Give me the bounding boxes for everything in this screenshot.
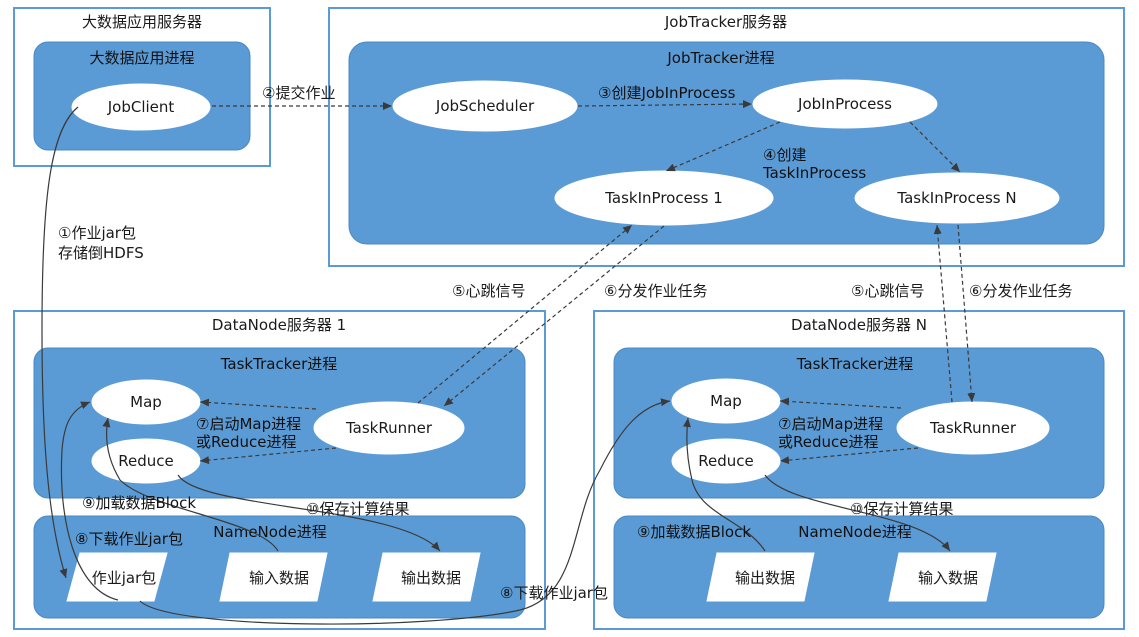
input-block-n-label: 输入数据 <box>918 569 978 587</box>
jobscheduler-label: JobScheduler <box>435 97 535 115</box>
step-9-label-a: ⑨加载数据Block <box>82 494 196 512</box>
input-block-n <box>888 552 997 602</box>
step-9-label-b: ⑨加载数据Block <box>637 523 751 541</box>
input-block-1 <box>219 552 328 602</box>
step-5-label-a: ⑤心跳信号 <box>452 282 525 300</box>
reduce-1-label: Reduce <box>118 452 173 470</box>
step-4-label-a: ④创建 <box>763 146 806 164</box>
step-7-label-1b: 或Reduce进程 <box>196 433 296 451</box>
arrow-download-jar-1 <box>60 401 119 601</box>
arrow-load-block-n <box>682 417 766 552</box>
step-8-label-a: ⑧下载作业jar包 <box>75 530 183 548</box>
map-n-label: Map <box>710 392 742 410</box>
input-block-1-label: 输入数据 <box>249 569 309 587</box>
datanode-n-title: DataNode服务器 N <box>791 316 927 334</box>
arrow-load-block-1 <box>102 417 279 552</box>
jobinprocess-node <box>752 79 938 129</box>
arrow-create-jobinprocess <box>577 100 753 109</box>
jobinprocess-label: JobInProcess <box>797 95 892 113</box>
step-5-label-b: ⑤心跳信号 <box>851 282 924 300</box>
step-10-label-b: ⑩保存计算结果 <box>850 500 953 518</box>
reduce-n-label: Reduce <box>698 452 753 470</box>
step-2-label: ②提交作业 <box>262 84 335 102</box>
jar-block-1 <box>66 552 168 602</box>
arrow-launch-map-1 <box>199 398 317 410</box>
arrow-create-taskinprocess-n <box>909 121 961 173</box>
step-1-label-b: 存储倒HDFS <box>58 244 144 262</box>
taskinprocess-n-label: TaskInProcess N <box>896 189 1016 207</box>
taskinprocess-1-label: TaskInProcess 1 <box>604 189 723 207</box>
output-block-1-label: 输出数据 <box>401 569 461 587</box>
arrow-dispatch-1 <box>443 225 665 407</box>
taskrunner-n-label: TaskRunner <box>929 419 1017 437</box>
map-1-label: Map <box>130 393 162 411</box>
step-1-label-a: ①作业jar包 <box>58 224 136 242</box>
jobtracker-server-title: JobTracker服务器 <box>664 13 787 31</box>
arrow-dispatch-n <box>957 224 976 403</box>
datanode-1-title: DataNode服务器 1 <box>212 316 346 334</box>
arrow-heartbeat-n <box>933 224 953 403</box>
output-block-n <box>706 552 815 602</box>
namenode-1-title: NameNode进程 <box>213 523 326 541</box>
step-7-label-nb: 或Reduce进程 <box>778 433 878 451</box>
taskrunner-1-label: TaskRunner <box>345 419 433 437</box>
arrow-save-result-1 <box>177 474 441 552</box>
step-4-label-b: TaskInProcess <box>762 164 866 182</box>
step-6-label-b: ⑥分发作业任务 <box>969 282 1072 300</box>
taskrunner-1-node <box>313 401 465 455</box>
output-block-1 <box>372 552 481 602</box>
app-server-title: 大数据应用服务器 <box>82 13 202 31</box>
step-7-label-1a: ⑦启动Map进程 <box>196 415 301 433</box>
jobclient-node <box>71 83 211 131</box>
step-8-label-b: ⑧下载作业jar包 <box>500 584 608 602</box>
arrow-launch-reduce-1 <box>199 447 337 465</box>
taskrunner-n-node <box>896 401 1050 455</box>
step-6-label-a: ⑥分发作业任务 <box>604 282 707 300</box>
arrow-launch-reduce-n <box>779 447 919 465</box>
output-block-n-label: 输出数据 <box>735 569 795 587</box>
step-7-label-na: ⑦启动Map进程 <box>778 415 883 433</box>
arrow-download-jar-n <box>139 398 671 625</box>
arrow-launch-map-n <box>779 397 902 409</box>
jobtracker-process-title: JobTracker进程 <box>666 49 774 67</box>
app-process-title: 大数据应用进程 <box>89 49 194 67</box>
arrow-store-jar-hdfs <box>41 106 79 579</box>
jobscheduler-node <box>392 80 578 132</box>
step-10-label-a: ⑩保存计算结果 <box>306 500 409 518</box>
arrow-heartbeat-1 <box>417 224 633 404</box>
jobclient-label: JobClient <box>107 98 175 116</box>
arrow-save-result-n <box>764 474 951 552</box>
jar-block-1-label: 作业jar包 <box>92 569 157 587</box>
tasktracker-n-title: TaskTracker进程 <box>796 355 914 373</box>
step-3-label: ③创建JobInProcess <box>598 84 736 102</box>
namenode-n-title: NameNode进程 <box>798 523 911 541</box>
tasktracker-1-title: TaskTracker进程 <box>220 355 338 373</box>
taskinprocess-n-node <box>854 172 1060 224</box>
taskinprocess-1-node <box>554 170 774 226</box>
